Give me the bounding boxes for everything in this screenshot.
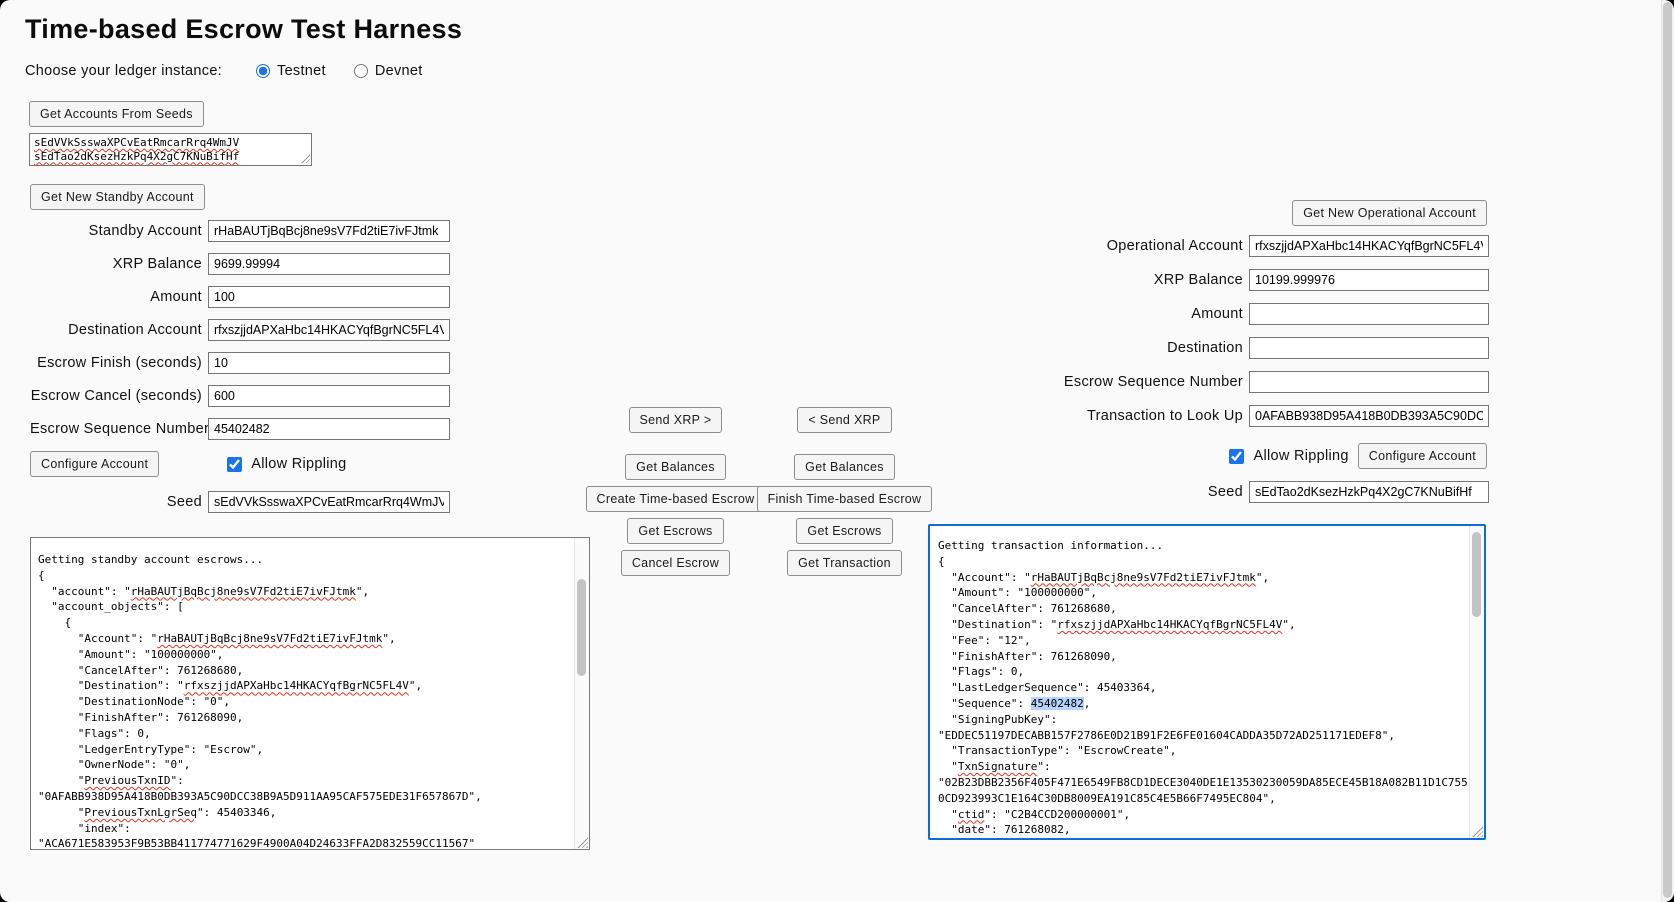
seeds-textarea[interactable]: sEdVVkSsswaXPCvEatRmcarRrq4WmJV sEdTao2d… (29, 133, 312, 166)
ledger-instance-row: Choose your ledger instance: Testnet Dev… (25, 63, 451, 79)
operational-amount-label: Amount (1191, 306, 1243, 322)
finish-time-based-escrow-button[interactable]: Finish Time-based Escrow (756, 486, 933, 512)
standby-results-scrollbar[interactable] (574, 538, 589, 849)
seeds-textarea-resize-handle[interactable] (300, 153, 310, 163)
standby-form: Get New Standby Account Standby Account … (30, 184, 455, 524)
form-row: Escrow Cancel (seconds) (30, 385, 455, 407)
operational-form: Get New Operational Account Operational … (1005, 200, 1489, 515)
operational-xrp-balance-input[interactable] (1249, 269, 1489, 291)
form-row: XRP Balance (1005, 269, 1489, 291)
standby-xrp-balance-label: XRP Balance (112, 256, 202, 272)
ledger-option-testnet[interactable]: Testnet (256, 63, 326, 79)
operational-xrp-balance-label: XRP Balance (1153, 272, 1243, 288)
destination-account-input[interactable] (208, 319, 450, 341)
transaction-to-look-up-label: Transaction to Look Up (1087, 408, 1243, 424)
page-scrollbar-thumb[interactable] (1663, 2, 1672, 898)
operational-escrow-sequence-label: Escrow Sequence Number (1063, 374, 1243, 390)
devnet-label: Devnet (374, 63, 423, 79)
standby-configure-account-button[interactable]: Configure Account (30, 451, 160, 477)
form-row: Escrow Sequence Number (1005, 371, 1489, 393)
page-title: Time-based Escrow Test Harness (25, 14, 463, 44)
standby-allow-rippling-checkbox[interactable] (227, 456, 243, 472)
operational-results-resize-handle[interactable] (1472, 826, 1483, 837)
standby-get-escrows-button[interactable]: Get Escrows (627, 518, 724, 544)
operational-allow-rippling-checkbox[interactable] (1229, 448, 1245, 464)
standby-results-textarea[interactable]: Getting standby account escrows... { "ac… (30, 537, 590, 850)
results-before-selection: Getting transaction information... { "Ac… (938, 539, 1296, 710)
send-xrp-to-standby-button[interactable]: < Send XRP (797, 407, 892, 433)
operational-allow-rippling[interactable]: Allow Rippling (1229, 448, 1348, 464)
standby-account-label: Standby Account (88, 223, 202, 239)
form-row: Seed (1005, 481, 1489, 503)
form-row: Escrow Finish (seconds) (30, 352, 455, 374)
get-new-operational-account-button[interactable]: Get New Operational Account (1292, 200, 1487, 226)
form-row: Amount (30, 286, 455, 308)
standby-results-text: Getting standby account escrows... { "ac… (38, 553, 482, 849)
standby-configure-row: Configure Account Allow Rippling (30, 451, 455, 477)
devnet-radio[interactable] (353, 64, 368, 78)
get-new-standby-account-button[interactable]: Get New Standby Account (30, 184, 205, 210)
create-time-based-escrow-button[interactable]: Create Time-based Escrow (585, 486, 766, 512)
standby-allow-rippling[interactable]: Allow Rippling (227, 456, 346, 472)
escrow-finish-input[interactable] (208, 352, 450, 374)
operational-seed-label: Seed (1207, 484, 1243, 500)
form-row: Transaction to Look Up (1005, 405, 1489, 427)
standby-amount-label: Amount (150, 289, 202, 305)
operational-results-scrollbar[interactable] (1469, 526, 1484, 838)
operational-results-textarea[interactable]: Getting transaction information... { "Ac… (928, 524, 1486, 840)
operational-allow-rippling-label: Allow Rippling (1253, 448, 1349, 464)
ledger-instance-label: Choose your ledger instance: (25, 63, 223, 79)
form-row: Escrow Sequence Number (30, 418, 455, 440)
standby-xrp-balance-input[interactable] (208, 253, 450, 275)
operational-configure-account-button[interactable]: Configure Account (1357, 443, 1487, 469)
form-row: Destination (1005, 337, 1489, 359)
form-row: Destination Account (30, 319, 455, 341)
selected-text-highlight: 45402482 (1030, 696, 1084, 710)
standby-results-resize-handle[interactable] (577, 837, 588, 848)
standby-actions-column: Send XRP > Get Balances Create Time-base… (585, 407, 766, 582)
operational-results-text: Getting transaction information... { "Ac… (930, 526, 1469, 838)
operational-results-scrollbar-thumb[interactable] (1472, 532, 1481, 617)
standby-allow-rippling-label: Allow Rippling (251, 456, 347, 472)
standby-results-scrollbar-thumb[interactable] (577, 579, 586, 676)
operational-account-input[interactable] (1249, 235, 1489, 257)
ledger-option-devnet[interactable]: Devnet (353, 63, 423, 79)
standby-account-input[interactable] (208, 220, 450, 242)
standby-get-balances-button[interactable]: Get Balances (625, 454, 726, 480)
operational-seed-input[interactable] (1249, 481, 1489, 503)
operational-get-balances-button[interactable]: Get Balances (794, 454, 895, 480)
page-scrollbar[interactable] (1661, 0, 1674, 902)
operational-escrow-sequence-input[interactable] (1249, 371, 1489, 393)
escrow-finish-label: Escrow Finish (seconds) (37, 355, 202, 371)
testnet-radio[interactable] (256, 64, 271, 78)
get-accounts-from-seeds-button[interactable]: Get Accounts From Seeds (29, 101, 204, 127)
transaction-to-look-up-input[interactable] (1249, 405, 1489, 427)
form-row: Amount (1005, 303, 1489, 325)
escrow-cancel-input[interactable] (208, 385, 450, 407)
form-row: XRP Balance (30, 253, 455, 275)
operational-amount-input[interactable] (1249, 303, 1489, 325)
form-row: Get New Operational Account (1005, 200, 1487, 226)
send-xrp-to-operational-button[interactable]: Send XRP > (628, 407, 723, 433)
get-transaction-button[interactable]: Get Transaction (787, 550, 902, 576)
operational-destination-input[interactable] (1249, 337, 1489, 359)
operational-destination-label: Destination (1167, 340, 1243, 356)
escrow-cancel-label: Escrow Cancel (seconds) (30, 388, 202, 404)
standby-escrow-sequence-input[interactable] (208, 418, 450, 440)
form-row: Standby Account (30, 220, 455, 242)
standby-seed-input[interactable] (208, 491, 450, 513)
results-after-selection: , "SigningPubKey": "EDDEC51197DECABB157F… (938, 696, 1468, 837)
standby-amount-input[interactable] (208, 286, 450, 308)
form-row: Operational Account (1005, 235, 1489, 257)
destination-account-label: Destination Account (68, 322, 202, 338)
standby-escrow-sequence-label: Escrow Sequence Number (30, 421, 210, 437)
testnet-label: Testnet (277, 63, 326, 79)
standby-seed-label: Seed (166, 494, 202, 510)
operational-get-escrows-button[interactable]: Get Escrows (796, 518, 893, 544)
cancel-escrow-button[interactable]: Cancel Escrow (620, 550, 731, 576)
operational-actions-column: < Send XRP Get Balances Finish Time-base… (756, 407, 933, 582)
form-row: Seed (30, 491, 455, 513)
operational-account-label: Operational Account (1106, 238, 1243, 254)
operational-configure-row: Allow Rippling Configure Account (1005, 443, 1487, 469)
